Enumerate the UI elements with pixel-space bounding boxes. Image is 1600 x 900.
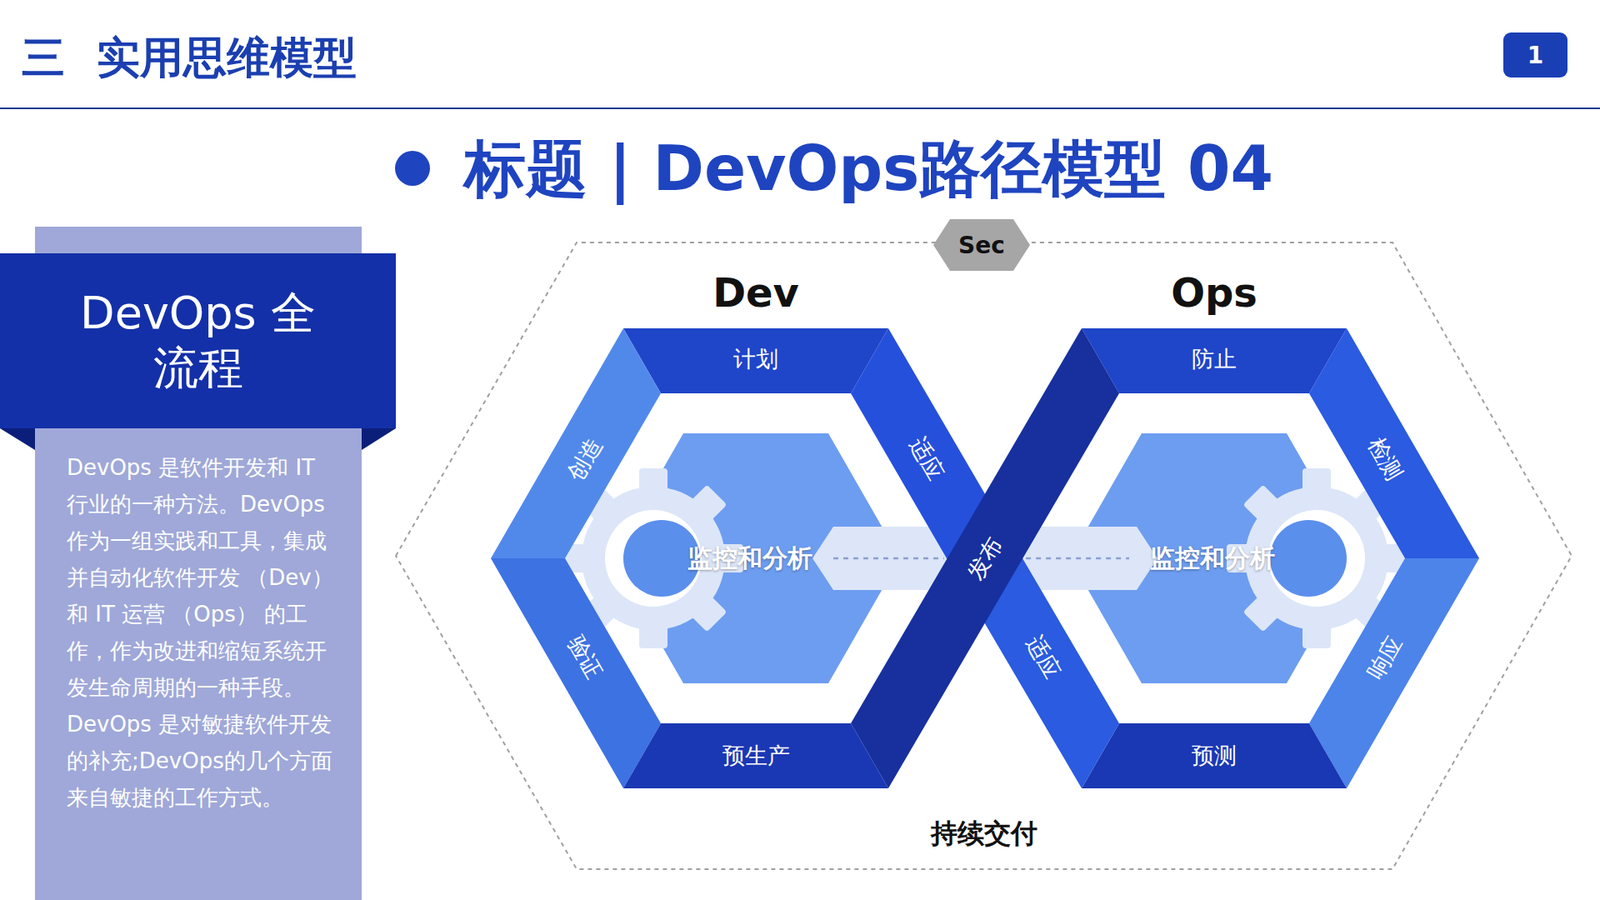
sec-hexagon: Sec [933, 219, 1030, 271]
diagram-title: 标题 | DevOps路径模型 04 [464, 131, 1274, 205]
gear-tooth [689, 594, 727, 632]
ring-segment [490, 558, 661, 789]
band-fold [0, 428, 35, 450]
header-title: 实用思维模型 [96, 30, 357, 85]
ring-segment [1309, 328, 1480, 559]
node-text: 发布 [960, 531, 1010, 586]
gear-tooth [1243, 485, 1281, 523]
node-text: 预生产 [722, 740, 790, 771]
gear-tooth [1302, 623, 1331, 649]
release-band: 发布 [944, 508, 1026, 609]
node-text: 适应 [902, 432, 951, 487]
stage-segment: 预测 [1168, 737, 1260, 775]
node-text: DevOps 是软件开发和 IT 行业的一种方法。DevOps 作为一组实践和工… [66, 449, 335, 816]
node-text: 验证 [560, 630, 610, 685]
ring-segment [490, 328, 661, 559]
stage-segment: 创造 [545, 410, 624, 508]
node-text: Sec [958, 231, 1005, 260]
node-text: 1 [1527, 41, 1544, 70]
node-text: 监控和分析 [1150, 541, 1275, 576]
stage-segment: 计划 [710, 340, 802, 378]
gear-tooth [639, 623, 668, 649]
node-text: 预测 [1191, 740, 1237, 771]
header-rule [0, 107, 1600, 110]
section-number: 三 [21, 30, 65, 85]
monitor-hub: 监控和分析 [1129, 535, 1296, 582]
gear-tooth [689, 485, 727, 523]
node-text: Dev [490, 268, 1021, 317]
node-text: 监控和分析 [687, 541, 813, 576]
ring-segment [1081, 328, 1347, 394]
monitor-hub: 监控和分析 [666, 535, 834, 582]
page-number-box: 1 [1503, 32, 1568, 78]
stage-segment: 验证 [545, 608, 624, 706]
ops-loop: Ops防止检测监控和分析适应响应预测 [949, 328, 1480, 789]
node-text: 计划 [733, 344, 779, 375]
hexagon-shape [933, 219, 1030, 271]
stage-segment: 防止 [1168, 340, 1260, 378]
gear-tooth [639, 468, 668, 494]
node-text: 防止 [1191, 344, 1237, 375]
stage-segment: 检测 [1345, 410, 1424, 508]
hexagon-shape [395, 242, 1572, 870]
ring-segment [1309, 558, 1480, 789]
node-text: 检测 [1360, 432, 1410, 487]
node-text: 响应 [1360, 630, 1410, 685]
stage-segment: 预生产 [710, 737, 802, 775]
gear-tooth [1243, 594, 1281, 632]
stage-segment: 适应 [887, 410, 965, 508]
delivery-boundary: 持续交付Dev计划创造适应监控和分析验证预生产发布Ops防止检测监控和分析适应响… [395, 242, 1572, 870]
gear-hole [1268, 510, 1365, 607]
ring-segment [623, 328, 889, 394]
dashed-connector [1025, 557, 1130, 560]
band-fold [361, 428, 396, 450]
dashed-connector [833, 557, 945, 560]
ring-segment [623, 723, 889, 789]
dev-loop: Dev计划创造适应监控和分析验证预生产 [490, 328, 1021, 789]
ring-segment [1081, 723, 1347, 789]
stage-segment: 适应 [1004, 608, 1082, 706]
gear-core [1270, 520, 1347, 597]
node-text: Ops [949, 268, 1480, 317]
node-text: 创造 [560, 432, 610, 487]
gear-hole [605, 510, 702, 607]
node-text: 适应 [1019, 630, 1068, 685]
section-band: DevOps 全流程 [0, 253, 396, 429]
title-bullet [395, 150, 430, 186]
stage-segment: 响应 [1345, 608, 1424, 706]
node-text: DevOps 全流程 [73, 285, 324, 396]
release-band [850, 328, 1120, 789]
gear-tooth [1302, 468, 1331, 494]
node-text: 持续交付 [395, 815, 1572, 853]
